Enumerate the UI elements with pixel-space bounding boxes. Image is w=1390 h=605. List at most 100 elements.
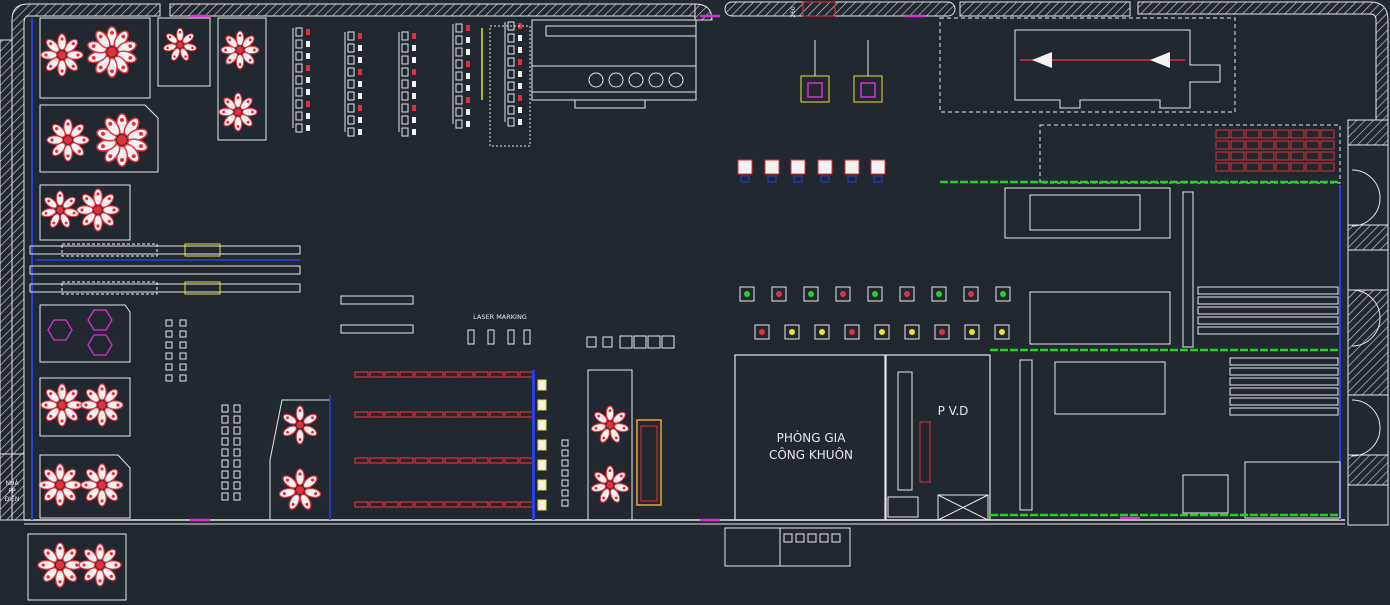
small-machine (814, 324, 830, 340)
press-machine (817, 159, 833, 175)
small-machine (744, 291, 750, 297)
workstation-box (455, 71, 463, 81)
tray (474, 457, 489, 464)
small-machine (872, 291, 878, 297)
perimeter-walls (0, 1, 1389, 526)
workstation-box (401, 55, 409, 65)
workstation-box (306, 29, 310, 35)
fixture-box (233, 481, 241, 490)
workstation-box (347, 91, 355, 101)
tray (354, 371, 369, 378)
workstation-box (347, 55, 355, 65)
fixture-box (179, 341, 187, 349)
fixture-box (233, 426, 241, 435)
tray (354, 501, 369, 508)
press-machine (767, 175, 777, 183)
rack-cell (1260, 162, 1275, 172)
small-machine (899, 286, 915, 302)
workstation-box (295, 51, 303, 61)
workstation-box (401, 79, 409, 89)
fixture-box (179, 330, 187, 338)
workstation-box (518, 35, 522, 41)
tray (384, 501, 399, 508)
workstation-box (455, 119, 463, 129)
fixture-box (179, 363, 187, 371)
small-machine (803, 286, 819, 302)
tray (489, 371, 504, 378)
tray-station (561, 439, 569, 447)
tray (504, 371, 519, 378)
workstation-box (347, 127, 355, 137)
tray (474, 371, 489, 378)
rack-cell (1260, 129, 1275, 139)
flow-arrows (1020, 52, 1185, 68)
workstation-box (412, 105, 416, 111)
rack-cell (1275, 151, 1290, 161)
rotary-machine (277, 468, 323, 512)
machine-enclosures (27, 17, 267, 601)
press-machine (793, 175, 803, 183)
rack-cell (1230, 129, 1245, 139)
press-machine (844, 159, 860, 175)
workstation-box (507, 105, 515, 115)
rotary-machine-cluster (37, 26, 630, 588)
power-house-label-3: ĐIỆN (5, 495, 20, 503)
workstation-box (455, 95, 463, 105)
workstation-box (401, 91, 409, 101)
rack-cell (1229, 387, 1339, 396)
tray (474, 501, 489, 508)
press-machine (870, 159, 886, 175)
press-machine (860, 82, 876, 98)
workstation-box (518, 107, 522, 113)
tray-station (561, 479, 569, 487)
press-machine (820, 175, 830, 183)
workstation-box (518, 119, 522, 125)
press-machine (790, 159, 806, 175)
small-machine (844, 324, 860, 340)
workstation-box (306, 77, 310, 83)
workstation-box (412, 45, 416, 51)
tray-station (561, 459, 569, 467)
press-machine (847, 175, 857, 183)
workstation-box (401, 43, 409, 53)
workstation-box (466, 109, 470, 115)
rack-cell (1245, 140, 1260, 150)
press-machine (737, 159, 753, 175)
small-machine (879, 329, 885, 335)
rack-cell (1305, 151, 1320, 161)
workstation-box (507, 117, 515, 127)
small-machine (771, 286, 787, 302)
hex-station (87, 334, 113, 356)
rack-cell (1305, 129, 1320, 139)
rack-cell (1275, 140, 1290, 150)
rotary-machine (38, 463, 82, 507)
workstation-box (412, 81, 416, 87)
fixture-box (165, 319, 173, 327)
rack-cell (1305, 140, 1320, 150)
workstation-box (412, 129, 416, 135)
left-conveyor-lines (29, 243, 301, 295)
workstation-box (412, 93, 416, 99)
rack-cell (1260, 140, 1275, 150)
workstation-box (306, 125, 310, 131)
rack-cell (1290, 151, 1305, 161)
rack-cell (1215, 129, 1230, 139)
tray (489, 457, 504, 464)
tray (504, 501, 519, 508)
rotary-machine (281, 405, 319, 445)
small-fixture-boxes (165, 319, 241, 501)
tray (384, 411, 399, 418)
workstation-box (466, 37, 470, 43)
small-machine (904, 291, 910, 297)
small-machine (784, 324, 800, 340)
press-machine (807, 82, 823, 98)
tray (399, 457, 414, 464)
fixture-box (221, 426, 229, 435)
workstation-box (295, 99, 303, 109)
small-machine (819, 329, 825, 335)
workstation-box (518, 83, 522, 89)
green-conveyor-lines (940, 180, 1340, 517)
fixture-box (233, 437, 241, 446)
workstation-box (466, 61, 470, 67)
